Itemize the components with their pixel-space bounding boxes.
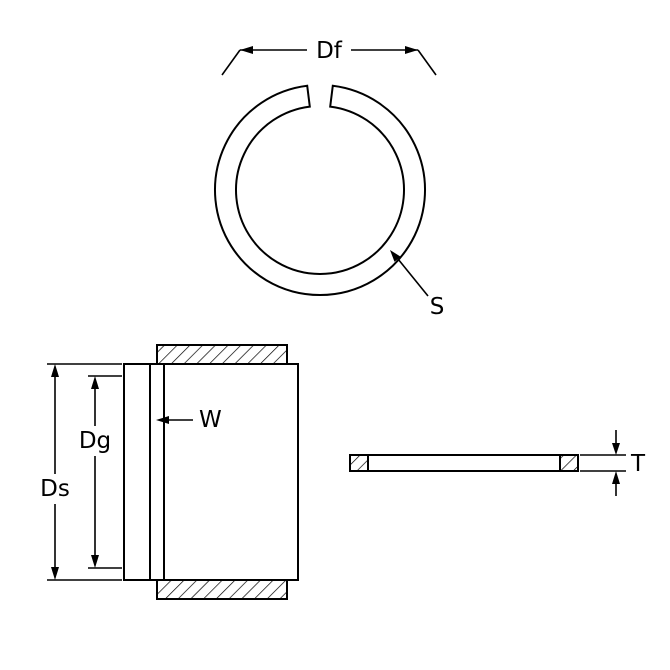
df-label: Df [316,38,343,64]
t-label: T [630,451,646,477]
ring-side-view [123,363,151,581]
housing-bottom-hatch [156,579,288,600]
w-arrowhead [156,416,169,424]
dg-dimension: Dg [79,375,122,569]
snap-ring-outline [214,84,426,296]
s-pointer: S [390,250,444,320]
shaft-body [163,363,299,581]
s-arrowhead [390,250,401,262]
side-view [123,344,299,600]
t-dimension: T [580,430,646,496]
df-dimension: Df [221,38,437,76]
ds-label: Ds [40,476,70,502]
ds-dimension: Ds [40,363,122,581]
ds-arrow-down [51,567,59,580]
ring-edge-body [349,454,579,472]
w-label: W [199,407,222,433]
dg-arrow-down [91,555,99,568]
groove-step [149,363,165,581]
df-arrow-right [405,46,418,54]
cross-section-view [349,454,579,472]
dg-label: Dg [79,428,111,454]
s-label: S [430,294,445,320]
df-extension-left [221,49,241,76]
ring-section-right [559,454,579,472]
housing-top-hatch [156,344,288,365]
t-arrow-up [612,471,620,484]
t-arrow-down [612,443,620,455]
ring-top-view [214,84,426,296]
df-arrow-left [240,46,253,54]
df-extension-right [417,49,437,76]
ds-arrow-up [51,364,59,377]
w-dimension: W [156,407,222,433]
ring-section-left [349,454,369,472]
s-leader-line [397,258,429,297]
dg-arrow-up [91,376,99,389]
